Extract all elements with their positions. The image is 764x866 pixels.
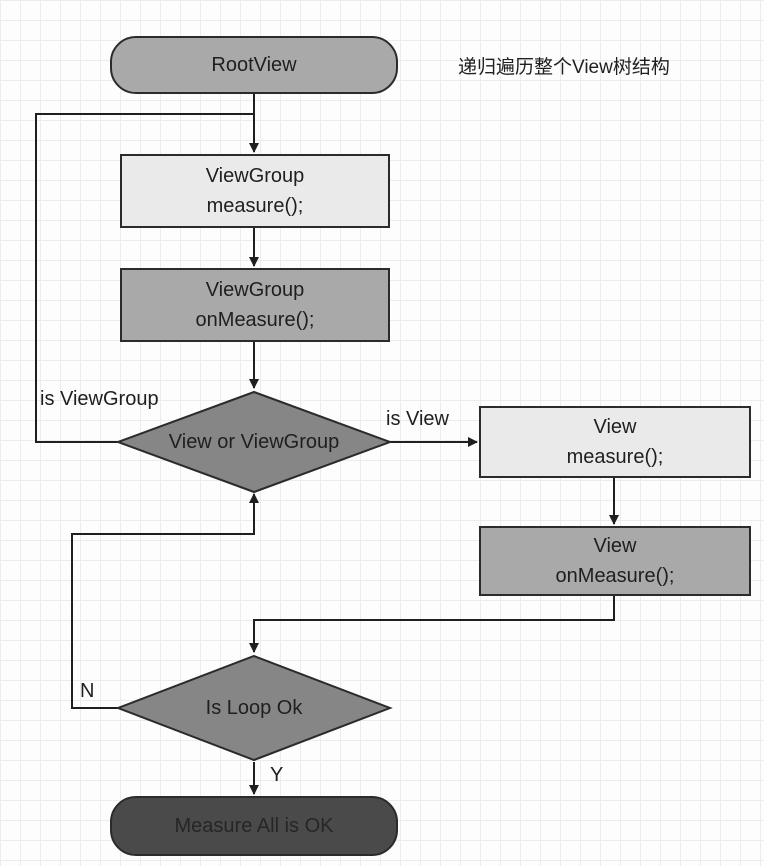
- is-viewgroup-label: is ViewGroup: [40, 388, 159, 410]
- view-measure-line1: View: [593, 416, 637, 438]
- view-onmeasure-node: View onMeasure();: [479, 526, 751, 596]
- caption-text: 递归遍历整个View树结构: [458, 57, 670, 78]
- edge-no-loop: [71, 493, 259, 709]
- view-or-viewgroup-decision: View or ViewGroup: [168, 430, 340, 453]
- yes-label: Y: [270, 764, 284, 786]
- edge-is-viewgroup-loop: [35, 113, 254, 443]
- view-measure-line2: measure();: [566, 446, 664, 468]
- view-onmeasure-line1: View: [593, 535, 637, 557]
- viewgroup-measure-node: ViewGroup measure();: [120, 154, 390, 228]
- view-measure-node: View measure();: [479, 406, 751, 478]
- root-view-label: RootView: [211, 54, 297, 76]
- viewgroup-measure-line1: ViewGroup: [205, 165, 305, 187]
- measure-all-ok-label: Measure All is OK: [174, 815, 334, 837]
- no-label: N: [80, 680, 95, 702]
- root-view-node: RootView: [110, 36, 398, 94]
- viewgroup-measure-line2: measure();: [206, 195, 304, 217]
- loop-diamond-shape: [115, 654, 393, 762]
- edge-v-onmeasure-to-loop: [249, 596, 615, 653]
- viewgroup-onmeasure-node: ViewGroup onMeasure();: [120, 268, 390, 342]
- view-onmeasure-line2: onMeasure();: [555, 565, 675, 587]
- measure-all-ok-node: Measure All is OK: [110, 796, 398, 856]
- is-view-label: is View: [386, 408, 449, 430]
- is-loop-ok-decision: Is Loop Ok: [205, 696, 303, 719]
- decision-diamond-shape: [115, 390, 393, 494]
- viewgroup-onmeasure-line2: onMeasure();: [195, 309, 315, 331]
- viewgroup-onmeasure-line1: ViewGroup: [205, 279, 305, 301]
